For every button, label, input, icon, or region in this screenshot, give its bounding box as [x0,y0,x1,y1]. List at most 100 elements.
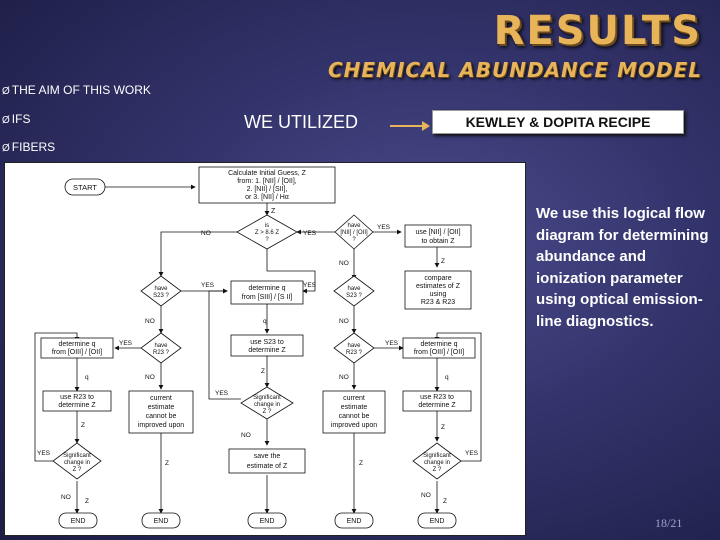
svg-text:use S23 to: use S23 to [250,339,284,346]
svg-text:[NII] / [OII]: [NII] / [OII] [340,230,368,236]
svg-text:Significant: Significant [63,453,91,459]
svg-text:use [NII] / [OII]: use [NII] / [OII] [415,229,460,236]
svg-text:R23 ?: R23 ? [346,350,363,356]
use-r23-left-box: use R23 to determine Z [42,390,112,412]
svg-text:END: END [154,518,169,525]
yes-label: YES [465,450,479,457]
decision-significant-left: Significant change in Z ? [52,442,102,480]
page-number: 18/21 [655,516,683,530]
compare-box: compare estimates of Z using R23 & R23 [404,270,472,310]
no-label: NO [339,260,349,267]
determine-q-left-box: determine q from [OIII] / [OII] [40,337,114,359]
end-node-2: END [141,512,181,529]
svg-text:from [OIII] / [OII]: from [OIII] / [OII] [52,349,102,356]
svg-text:have: have [347,286,361,292]
decision-s23-left: have S23 ? [140,275,182,307]
current-estimate-right-box: current estimate cannot be improved upon [322,390,386,434]
no-label: NO [145,318,155,325]
svg-text:R23 & R23: R23 & R23 [421,299,455,306]
yes-label: YES [201,282,215,289]
right-arrow-icon [390,121,430,131]
svg-text:?: ? [352,237,356,243]
svg-text:improved upon: improved upon [331,422,377,429]
yes-label: YES [303,230,317,237]
end-node-1: END [58,512,98,529]
svg-text:END: END [260,518,275,525]
svg-text:Z ?: Z ? [73,467,82,473]
no-label: NO [145,374,155,381]
svg-text:R23 ?: R23 ? [153,350,170,356]
svg-text:Significant: Significant [423,453,451,459]
end-node-5: END [417,512,457,529]
z-label: Z [165,460,169,467]
no-label: NO [421,492,431,499]
determine-q-right-box: determine q from [OIII] / [OII] [402,337,476,359]
z-label: Z [441,424,445,431]
svg-text:from: 1. [NII] / [OII],: from: 1. [NII] / [OII], [237,178,297,185]
svg-text:current: current [150,395,172,402]
utilized-label: WE UTILIZED [244,112,359,132]
svg-text:is: is [265,223,269,229]
start-node: START [64,178,106,196]
svg-text:Calculate Initial Guess, Z: Calculate Initial Guess, Z [228,170,307,177]
bullet-text: FIBERS [11,140,56,154]
no-label: NO [339,318,349,325]
recipe-box: KEWLEY & DOPITA RECIPE [432,110,684,134]
svg-text:determine q: determine q [421,341,458,348]
save-estimate-box: save the estimate of Z [228,448,306,474]
svg-text:change in: change in [424,460,450,466]
svg-text:estimate of Z: estimate of Z [247,463,288,470]
z-label: Z [359,460,363,467]
svg-text:determine Z: determine Z [248,347,286,354]
svg-text:2. [NII] / [SII],: 2. [NII] / [SII], [247,186,288,193]
decision-s23-right: have S23 ? [333,275,375,307]
svg-text:S23 ?: S23 ? [153,293,169,299]
yes-label: YES [385,340,399,347]
decision-r23-right: have R23 ? [333,332,375,364]
yes-label: YES [119,340,133,347]
svg-text:have: have [154,343,168,349]
svg-text:Z ?: Z ? [263,409,272,415]
svg-text:have: have [347,223,361,229]
use-nii-oii-box: use [NII] / [OII] to obtain Z [404,224,472,248]
no-label: NO [201,230,211,237]
bullet-text: IFS [11,112,31,126]
svg-text:determine q: determine q [59,341,96,348]
z-label: Z [81,422,85,429]
svg-text:have: have [154,286,168,292]
svg-text:cannot be: cannot be [339,413,370,420]
svg-text:estimate: estimate [148,404,175,411]
svg-text:to obtain Z: to obtain Z [421,238,455,245]
svg-text:using: using [430,291,447,298]
determine-q-sii-box: determine q from [SIII] / [S II] [230,280,304,305]
end-node-4: END [334,512,374,529]
svg-text:estimates of Z: estimates of Z [416,283,461,290]
bullet-text: THE AIM OF THIS WORK [11,83,151,97]
svg-text:change in: change in [64,460,90,466]
use-s23-box: use S23 to determine Z [230,334,304,357]
svg-text:Z ?: Z ? [433,467,442,473]
current-estimate-left-box: current estimate cannot be improved upon [128,390,194,434]
q-label: q [85,374,89,381]
q-label: q [445,374,449,381]
no-label: NO [241,432,251,439]
svg-text:determine Z: determine Z [58,402,96,409]
flow-diagram: START Calculate Initial Guess, Z from: 1… [4,162,526,536]
svg-text:Significant: Significant [253,395,281,401]
svg-text:save the: save the [254,453,281,460]
svg-text:compare: compare [424,275,451,282]
svg-text:or 3. [NII] / Hα: or 3. [NII] / Hα [245,194,289,201]
decision-significant-middle: Significant change in Z ? [240,386,294,420]
decision-nii-oii: have [NII] / [OII] ? [334,214,374,250]
z-label: Z [261,368,265,375]
z-label: Z [85,498,89,505]
yes-label: YES [37,450,51,457]
svg-text:improved upon: improved upon [138,422,184,429]
decision-r23-left: have R23 ? [140,332,182,364]
svg-text:END: END [430,518,445,525]
svg-text:END: END [71,518,86,525]
svg-text:estimate: estimate [341,404,368,411]
